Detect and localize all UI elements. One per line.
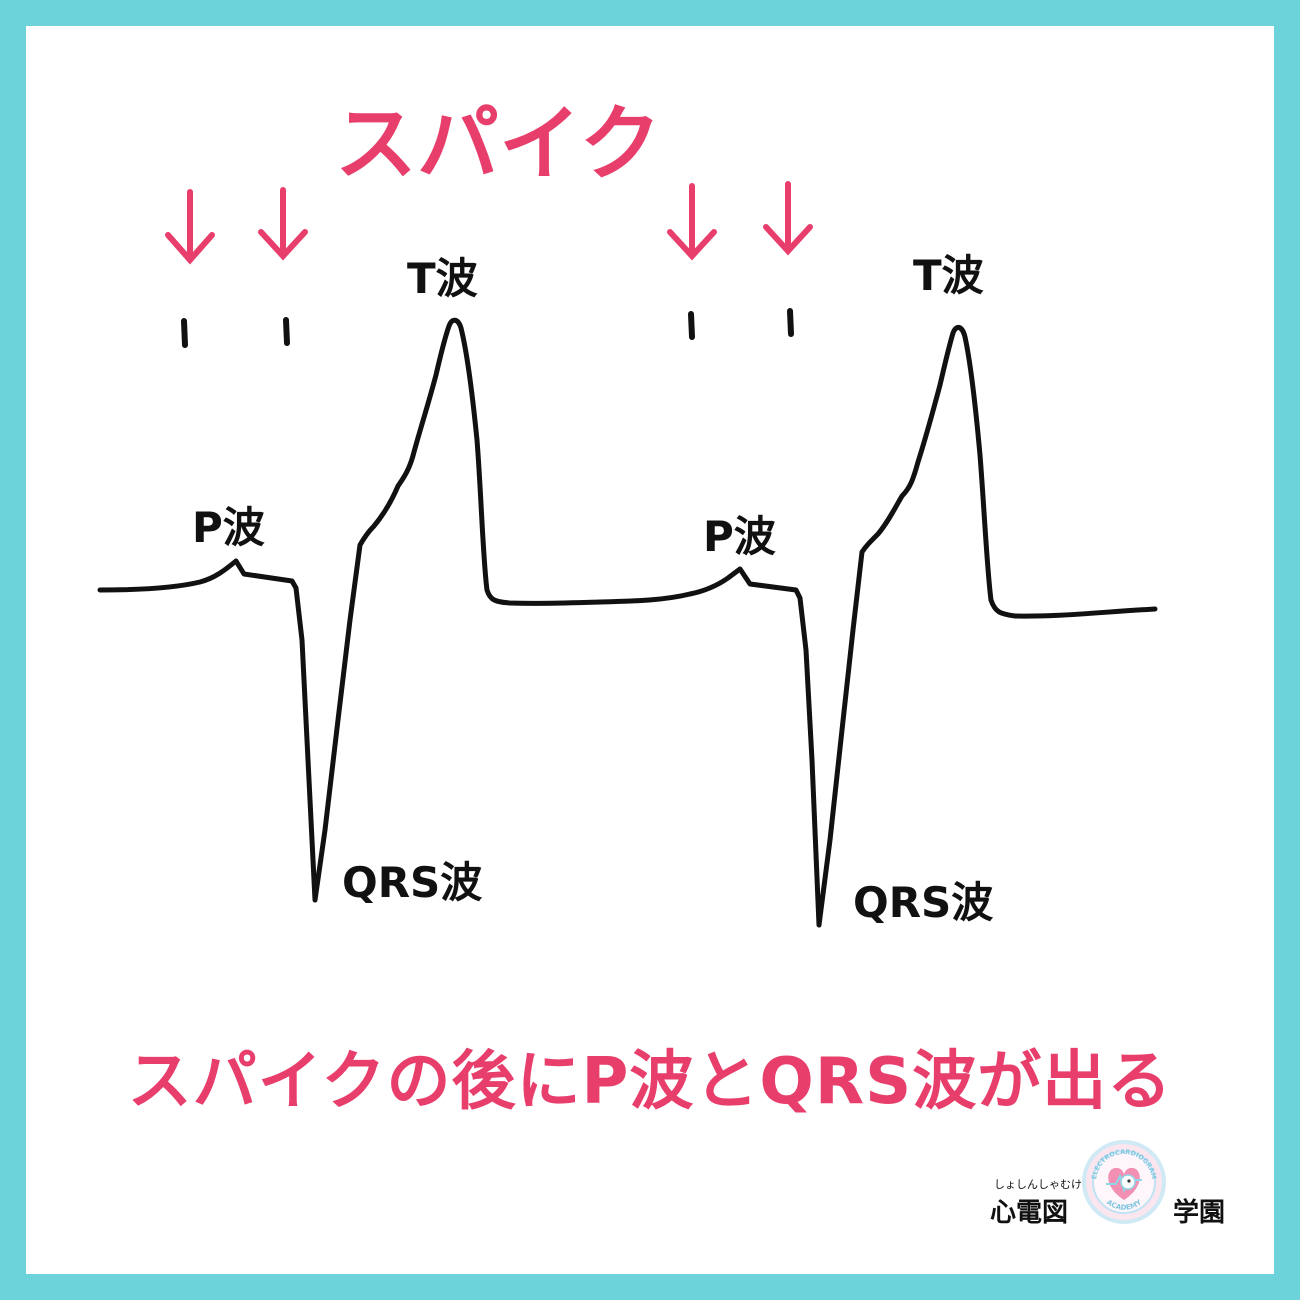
t-wave-label-2: T波 <box>913 251 984 300</box>
t-wave-label-1: T波 <box>407 254 478 303</box>
p-wave-label-2: P波 <box>703 512 776 561</box>
p-wave-label-1: P波 <box>192 503 265 552</box>
spike-arrow <box>763 181 813 256</box>
spike-arrows-beat-2 <box>667 181 813 261</box>
pacing-spike <box>787 308 794 337</box>
logo-name-right: 学園 <box>1173 1198 1226 1228</box>
spike-arrow <box>258 187 308 261</box>
qrs-wave-label-2: QRS波 <box>853 878 993 927</box>
spike-arrows-beat-1 <box>165 187 308 265</box>
white-panel <box>26 26 1274 1274</box>
academy-logo: しょしんしゃむけ 心電図 ELECTROCARDIOGRAM ACADEMY 学… <box>990 1140 1240 1240</box>
logo-name-left: 心電図 <box>990 1198 1069 1228</box>
pacing-spike <box>688 311 695 340</box>
caption: スパイクの後にP波とQRS波が出る <box>127 1045 1173 1119</box>
spike-arrow <box>165 189 215 265</box>
spike-title: スパイク <box>335 97 661 192</box>
logo-ruby: しょしんしゃむけ <box>994 1178 1082 1191</box>
spike-arrow <box>667 183 717 261</box>
ecg-trace <box>97 317 1158 928</box>
pacing-spike <box>181 318 188 348</box>
qrs-wave-label-1: QRS波 <box>342 858 482 907</box>
academy-badge-icon: ELECTROCARDIOGRAM ACADEMY <box>1082 1140 1166 1224</box>
pacing-spike <box>283 317 290 346</box>
pacing-spikes <box>181 308 794 348</box>
